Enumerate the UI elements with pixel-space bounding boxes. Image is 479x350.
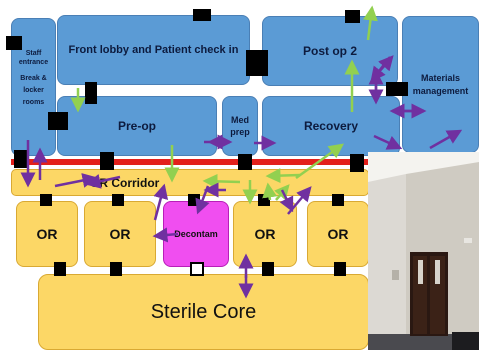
door-marker [48,112,68,130]
or-2-label: OR [109,226,131,242]
med-prep-label: Med prep [230,115,250,137]
patient-flow-arrow [274,184,290,201]
door-marker-open [190,262,204,276]
staff-break-room: Staff entrance Break & locker rooms [11,18,56,156]
med-prep-room: Med prep [222,96,258,156]
door-marker [100,152,114,170]
material-flow-arrow [429,129,463,150]
door-marker [262,262,274,276]
or-3-label: OR [254,226,276,242]
post-op-label: Post op 2 [302,44,357,58]
sterile-core-room: Sterile Core [38,274,369,350]
recovery-label: Recovery [303,119,359,133]
door-marker [345,10,360,23]
door-marker [110,262,122,276]
patient-flow-arrow [262,182,278,201]
decontam-label: Decontam [174,229,218,239]
door-marker [332,194,344,206]
or-1-label: OR [36,226,58,242]
door-marker [193,9,211,21]
pre-op-label: Pre-op [117,119,156,133]
staff-entrance-label: Staff entrance [18,50,49,66]
door-marker [112,194,124,206]
door-marker [14,150,28,168]
sterile-core-label: Sterile Core [150,300,257,323]
front-lobby-room: Front lobby and Patient check in [57,15,250,85]
patient-flow-arrow [202,173,241,189]
door-marker [6,36,22,50]
or-4-label: OR [327,226,349,242]
patient-flow-arrow [295,143,345,180]
door-marker [334,262,346,276]
door-marker [246,50,268,76]
material-flow-arrow [370,56,391,82]
red-barrier-line [11,159,381,165]
material-flow-arrow [153,183,169,221]
patient-flow-arrow [265,168,301,184]
material-flow-arrow [279,189,294,213]
patient-flow-arrow [363,5,378,41]
door-marker [54,262,66,276]
materials-label: Materials management [412,72,469,96]
material-flow-arrow [152,227,179,243]
door-marker [85,82,97,104]
material-flow-arrow [373,134,403,150]
front-lobby-label: Front lobby and Patient check in [68,44,239,56]
break-locker-label: Break & locker rooms [20,75,47,106]
material-flow-arrow [85,174,121,189]
door-marker [40,194,52,206]
door-marker [386,82,408,96]
hallway-door-photo [368,152,479,350]
door-marker [238,154,252,170]
door-marker [350,154,364,172]
